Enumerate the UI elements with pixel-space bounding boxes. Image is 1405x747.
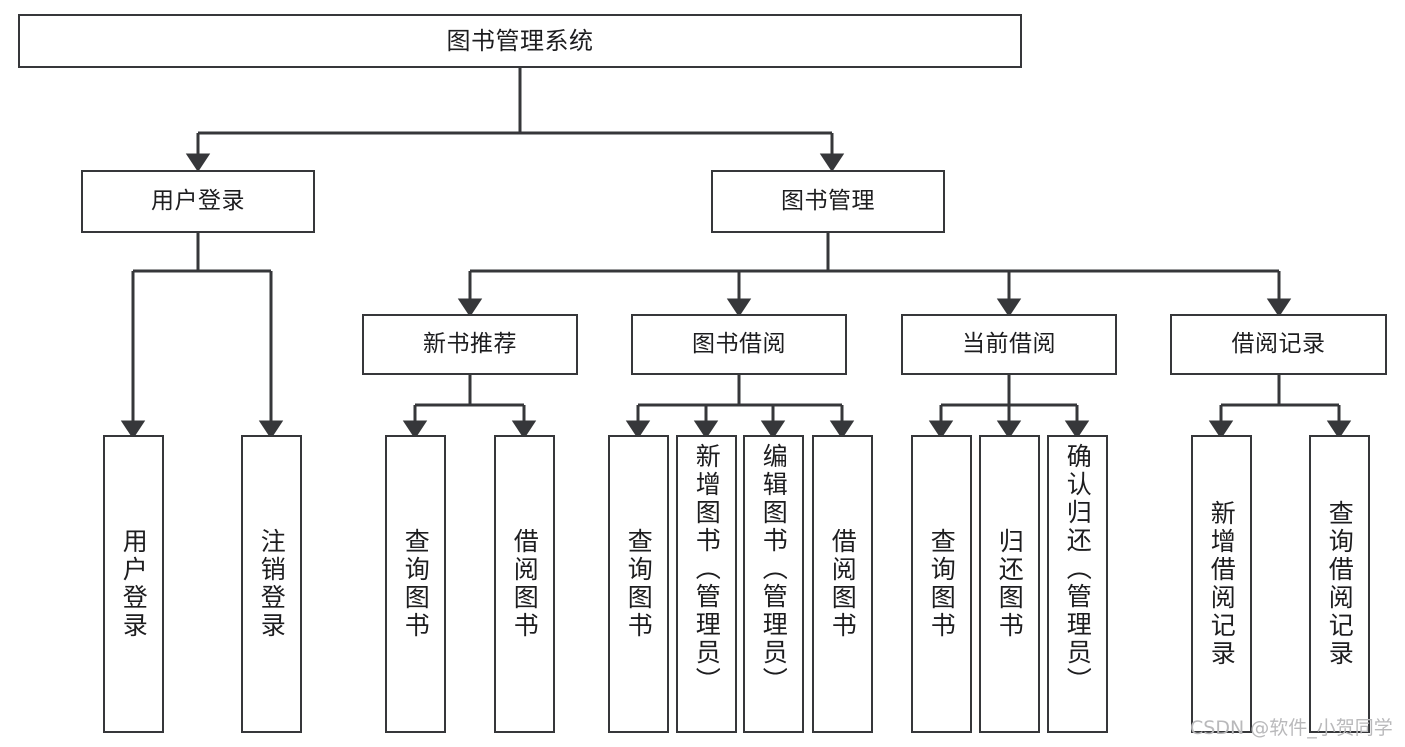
node-book-borrow[interactable]: 图书借阅 <box>631 314 847 375</box>
node-leaf-user-logout[interactable]: 注销登录 <box>241 435 302 733</box>
node-root-book-management-system[interactable]: 图书管理系统 <box>18 14 1022 68</box>
node-label: 借阅记录 <box>1231 330 1326 357</box>
node-leaf-confirm-return[interactable]: 确认归还（管理员） <box>1047 435 1108 733</box>
node-label: 查询图书 <box>927 528 957 640</box>
node-label: 借阅图书 <box>510 528 540 640</box>
csdn-watermark: CSDN @软件_小贺同学 <box>1190 717 1393 739</box>
node-label: 查询图书 <box>624 528 654 640</box>
node-borrow-record[interactable]: 借阅记录 <box>1170 314 1387 375</box>
node-leaf-add-book[interactable]: 新增图书（管理员） <box>676 435 737 733</box>
node-label: 新书推荐 <box>423 330 517 357</box>
node-label: 查询图书 <box>401 528 431 640</box>
node-label: 用户登录 <box>151 187 245 214</box>
node-new-book-recommend[interactable]: 新书推荐 <box>362 314 578 375</box>
node-leaf-user-login[interactable]: 用户登录 <box>103 435 164 733</box>
node-label: 编辑图书（管理员） <box>759 443 789 695</box>
node-label: 当前借阅 <box>962 330 1056 357</box>
node-label: 新增图书（管理员） <box>692 443 722 695</box>
node-label: 归还图书 <box>995 528 1025 640</box>
node-label: 借阅图书 <box>828 528 858 640</box>
node-label: 图书管理系统 <box>446 26 594 55</box>
node-leaf-borrow-book-recommend[interactable]: 借阅图书 <box>494 435 555 733</box>
node-user-login[interactable]: 用户登录 <box>81 170 315 233</box>
node-label: 图书借阅 <box>692 330 786 357</box>
node-current-borrow[interactable]: 当前借阅 <box>901 314 1117 375</box>
node-label: 用户登录 <box>119 528 149 640</box>
node-leaf-query-book-borrow[interactable]: 查询图书 <box>608 435 669 733</box>
node-label: 注销登录 <box>257 528 287 640</box>
node-label: 查询借阅记录 <box>1325 500 1355 668</box>
node-leaf-query-borrow-record[interactable]: 查询借阅记录 <box>1309 435 1370 733</box>
node-leaf-edit-book[interactable]: 编辑图书（管理员） <box>743 435 804 733</box>
node-leaf-query-book-recommend[interactable]: 查询图书 <box>385 435 446 733</box>
node-leaf-query-book-current[interactable]: 查询图书 <box>911 435 972 733</box>
node-leaf-add-borrow-record[interactable]: 新增借阅记录 <box>1191 435 1252 733</box>
node-label: 新增借阅记录 <box>1207 500 1237 668</box>
node-leaf-return-book[interactable]: 归还图书 <box>979 435 1040 733</box>
node-label: 图书管理 <box>781 187 875 214</box>
node-label: 确认归还（管理员） <box>1063 443 1093 695</box>
node-leaf-borrow-book[interactable]: 借阅图书 <box>812 435 873 733</box>
node-book-management[interactable]: 图书管理 <box>711 170 945 233</box>
